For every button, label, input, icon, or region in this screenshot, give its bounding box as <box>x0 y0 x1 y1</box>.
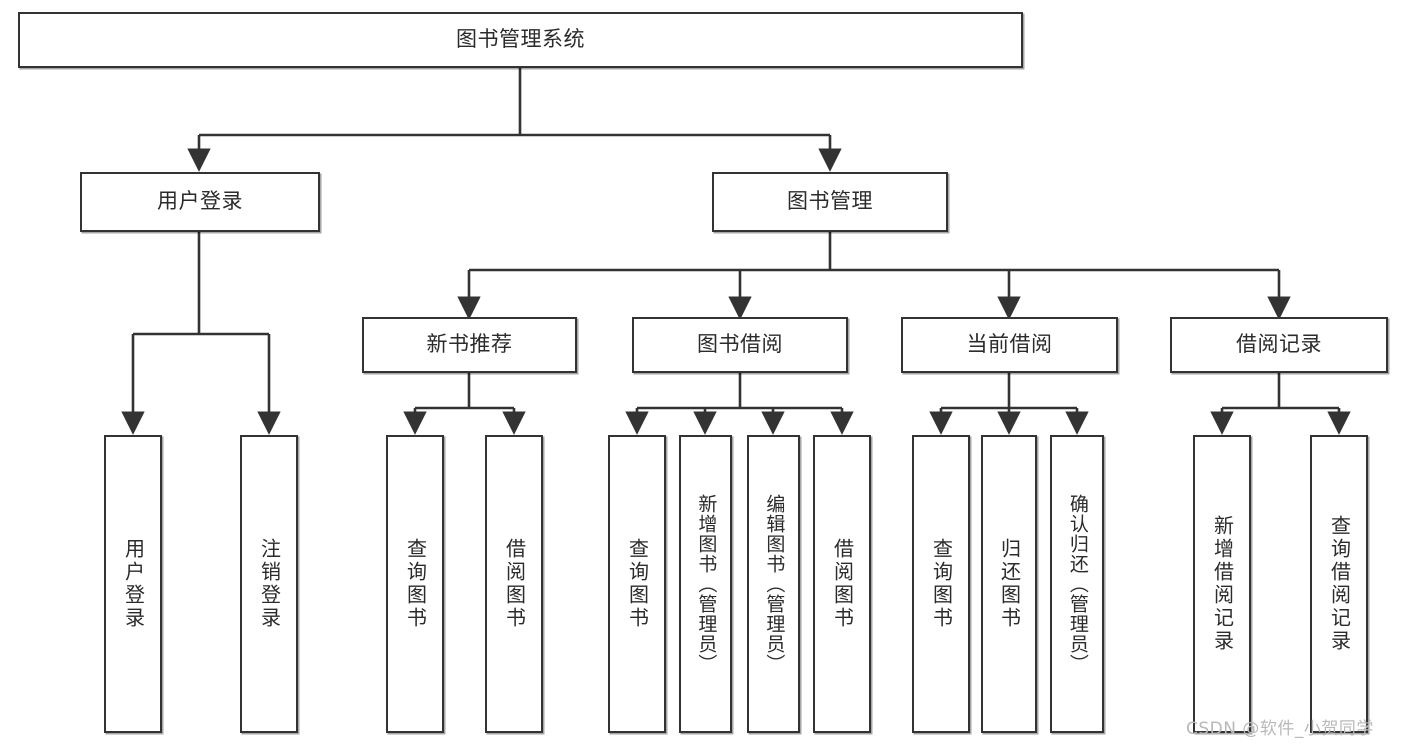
csdn-watermark: CSDN @软件_小贺同学 <box>1186 719 1374 739</box>
node-root-book-management-system[interactable]: 图书管理系统 <box>18 12 1023 68</box>
leaf-add-book[interactable]: 新增图书（管理员） <box>679 435 732 733</box>
leaf-query-book-2[interactable]: 查询图书 <box>608 435 666 733</box>
leaf-borrow-book-1[interactable]: 借阅图书 <box>485 435 543 733</box>
leaf-query-record[interactable]: 查询借阅记录 <box>1310 435 1368 733</box>
leaf-return-book[interactable]: 归还图书 <box>981 435 1037 733</box>
leaf-query-book-3[interactable]: 查询图书 <box>912 435 970 733</box>
node-user-login[interactable]: 用户登录 <box>80 172 320 232</box>
leaf-user-login[interactable]: 用户登录 <box>104 435 162 733</box>
leaf-logout-login[interactable]: 注销登录 <box>240 435 298 733</box>
leaf-add-record[interactable]: 新增借阅记录 <box>1193 435 1251 733</box>
leaf-confirm-return[interactable]: 确认归还（管理员） <box>1050 435 1104 733</box>
node-current-borrow[interactable]: 当前借阅 <box>901 317 1118 373</box>
node-book-borrow[interactable]: 图书借阅 <box>632 317 848 373</box>
leaf-edit-book[interactable]: 编辑图书（管理员） <box>747 435 800 733</box>
node-borrow-record[interactable]: 借阅记录 <box>1170 317 1388 373</box>
node-book-management[interactable]: 图书管理 <box>712 172 948 232</box>
node-new-book-recommend[interactable]: 新书推荐 <box>362 317 577 373</box>
leaf-query-book-1[interactable]: 查询图书 <box>386 435 444 733</box>
leaf-borrow-book-2[interactable]: 借阅图书 <box>813 435 871 733</box>
